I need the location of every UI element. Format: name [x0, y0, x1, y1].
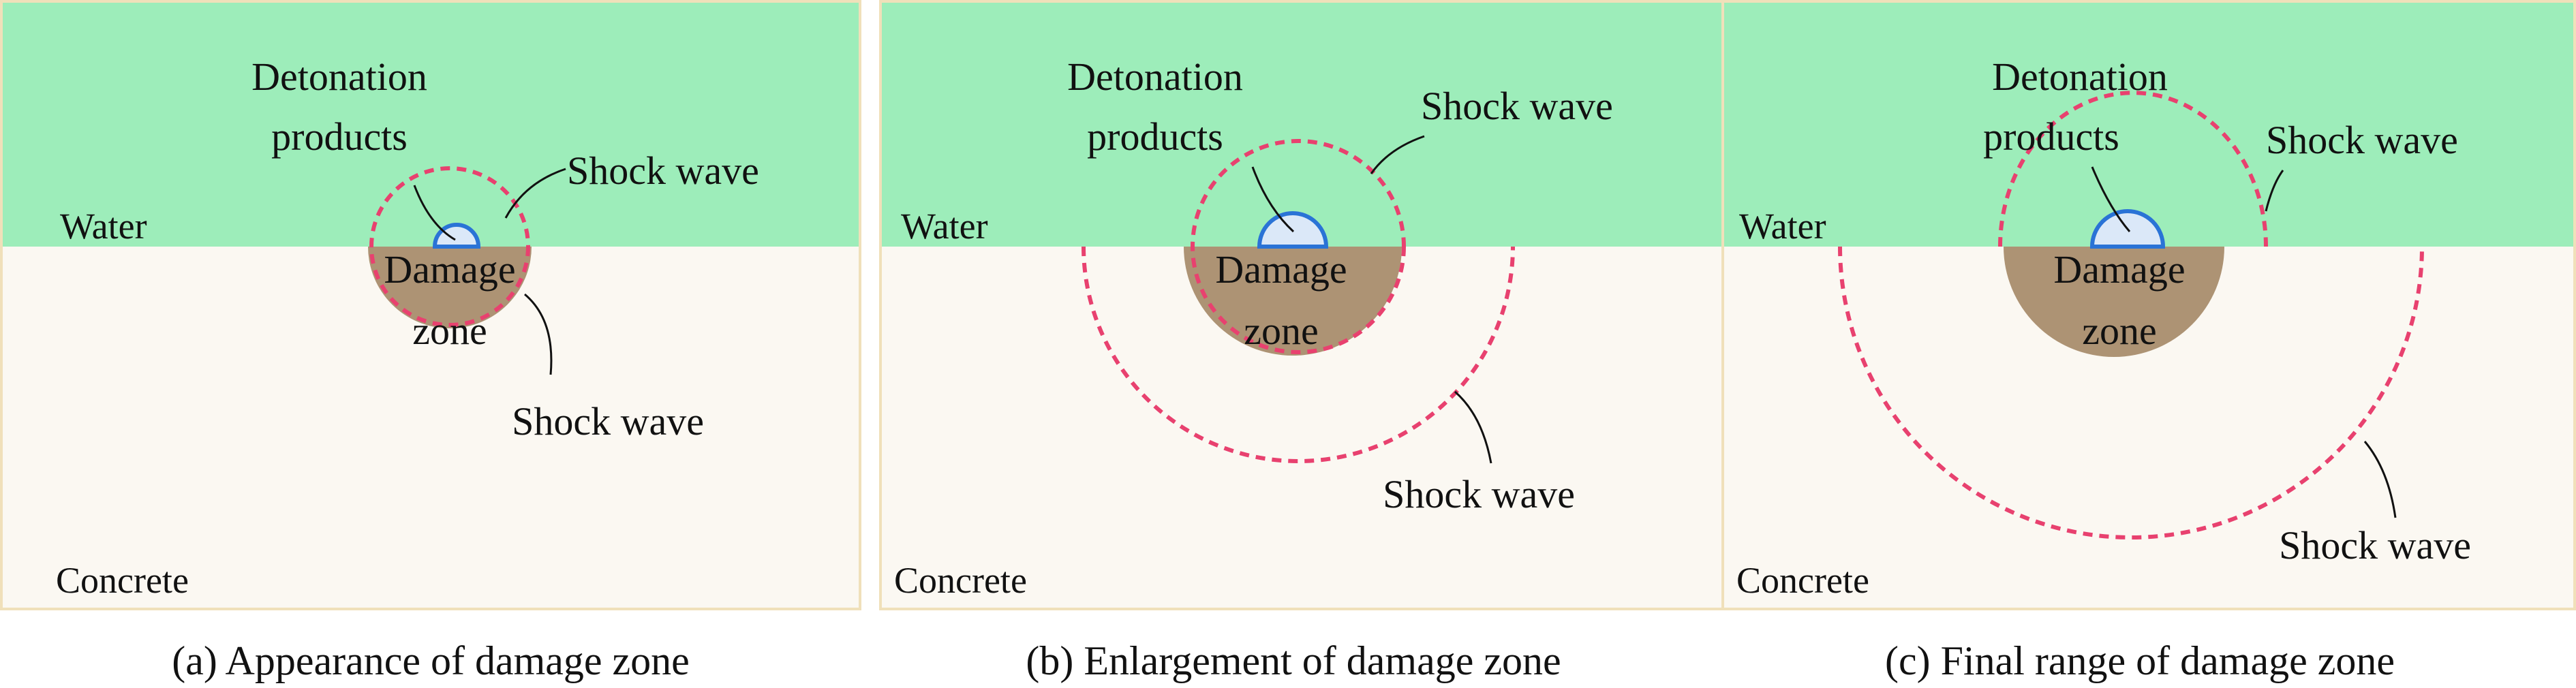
- shock-wave-upper-arc: [1998, 91, 2268, 247]
- shock-wave-lower-leader-line: [2363, 441, 2397, 518]
- shock-wave-circle: [1191, 139, 1406, 354]
- damage-label-line-2: zone: [2082, 309, 2157, 353]
- shock-wave-upper-label: Shock wave: [2266, 118, 2458, 162]
- products-label-line-1: Detonation: [1992, 54, 2168, 99]
- damage-label-line-2: zone: [1244, 309, 1319, 353]
- damage-label-line-2: zone: [412, 309, 487, 353]
- products-label-line-2: products: [1087, 114, 1223, 159]
- water-region: [1723, 1, 2575, 247]
- shock-wave-damage-arc: [1838, 246, 2424, 540]
- products-label-line-2: products: [1983, 114, 2119, 159]
- products-label-line-1: Detonation: [251, 54, 427, 99]
- panel-border: [0, 0, 861, 610]
- damage-zone: [1184, 247, 1402, 356]
- panel-b: Water Concrete Detonation products Shock…: [879, 0, 1741, 683]
- products-leader-line: [2091, 166, 2131, 232]
- shock-wave-lower-label: Shock wave: [512, 399, 704, 443]
- shock-wave-circle: [369, 166, 530, 327]
- shock-wave-upper-label: Shock wave: [567, 148, 759, 193]
- shock-wave-damage-arc: [1082, 246, 1515, 463]
- damage-label-line-1: Damage: [1215, 247, 1347, 292]
- panel-caption: (c) Final range of damage zone: [1885, 638, 2395, 683]
- water-region: [1, 1, 860, 247]
- panel-a: Water Concrete Detonation products Shock…: [0, 0, 861, 683]
- concrete-label: Concrete: [894, 560, 1027, 601]
- water-label: Water: [901, 206, 988, 247]
- damage-label-line-1: Damage: [384, 247, 515, 292]
- damage-zone: [368, 247, 532, 328]
- shock-wave-lower-leader-line: [1454, 390, 1492, 464]
- water-label: Water: [1739, 206, 1826, 247]
- products-leader-line: [1251, 166, 1295, 233]
- shock-wave-lower-leader-line: [524, 293, 553, 375]
- damage-zone: [2004, 247, 2224, 357]
- shock-wave-upper-leader-line: [2265, 170, 2284, 212]
- damage-label-line-1: Damage: [2053, 247, 2185, 292]
- products-leader-line: [413, 185, 456, 241]
- panel-caption: (b) Enlargement of damage zone: [1026, 638, 1561, 683]
- panel-caption: (a) Appearance of damage zone: [172, 638, 690, 683]
- panel-border: [1721, 0, 2576, 610]
- products-label-line-2: products: [271, 114, 408, 159]
- concrete-label: Concrete: [56, 560, 189, 601]
- products-label-line-1: Detonation: [1067, 54, 1243, 99]
- shock-wave-lower-label: Shock wave: [2279, 523, 2471, 567]
- detonation-products: [432, 223, 481, 249]
- water-region: [880, 1, 1739, 247]
- shock-wave-lower-label: Shock wave: [1383, 472, 1575, 516]
- panel-c: Water Concrete Detonation products Shock…: [1721, 0, 2576, 683]
- concrete-label: Concrete: [1736, 560, 1869, 601]
- shock-wave-upper-leader-line: [1370, 135, 1425, 174]
- shock-wave-upper-label: Shock wave: [1421, 84, 1613, 128]
- water-label: Water: [60, 206, 147, 247]
- shock-wave-upper-leader-line: [504, 168, 566, 219]
